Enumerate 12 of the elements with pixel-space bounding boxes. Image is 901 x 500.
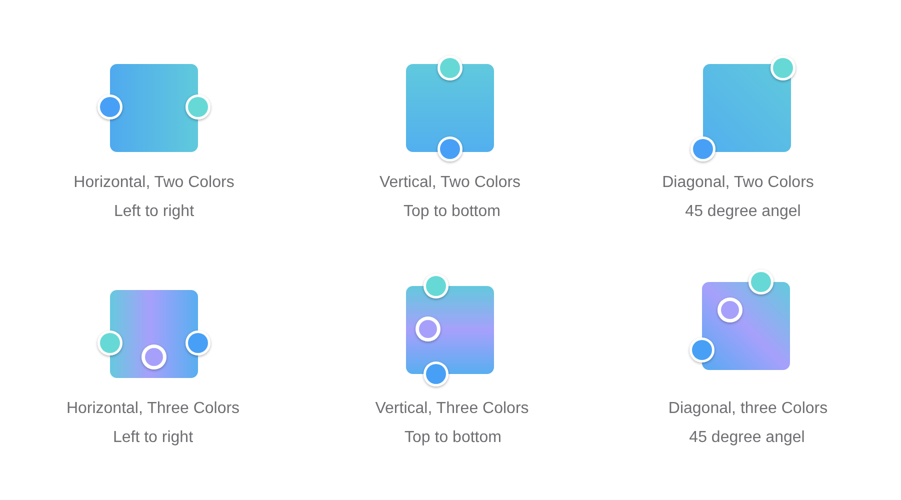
swatch-subtitle: Top to bottom: [404, 202, 500, 221]
swatch-subtitle: Left to right: [112, 428, 194, 447]
swatch-title: Diagonal, Two Colors: [662, 173, 814, 192]
swatch-title: Vertical, Three Colors: [375, 399, 529, 418]
swatch-subtitle: Left to right: [114, 202, 194, 221]
swatch-subtitle: Top to bottom: [404, 428, 502, 447]
swatch-title: Diagonal, three Colors: [668, 399, 828, 418]
swatch-title: Horizontal, Three Colors: [66, 399, 240, 418]
swatch-title: Horizontal, Two Colors: [74, 173, 234, 192]
swatch-title: Vertical, Two Colors: [379, 173, 521, 192]
swatch-subtitle: 45 degree angel: [685, 202, 801, 221]
swatch-subtitle: 45 degree angel: [689, 428, 805, 447]
